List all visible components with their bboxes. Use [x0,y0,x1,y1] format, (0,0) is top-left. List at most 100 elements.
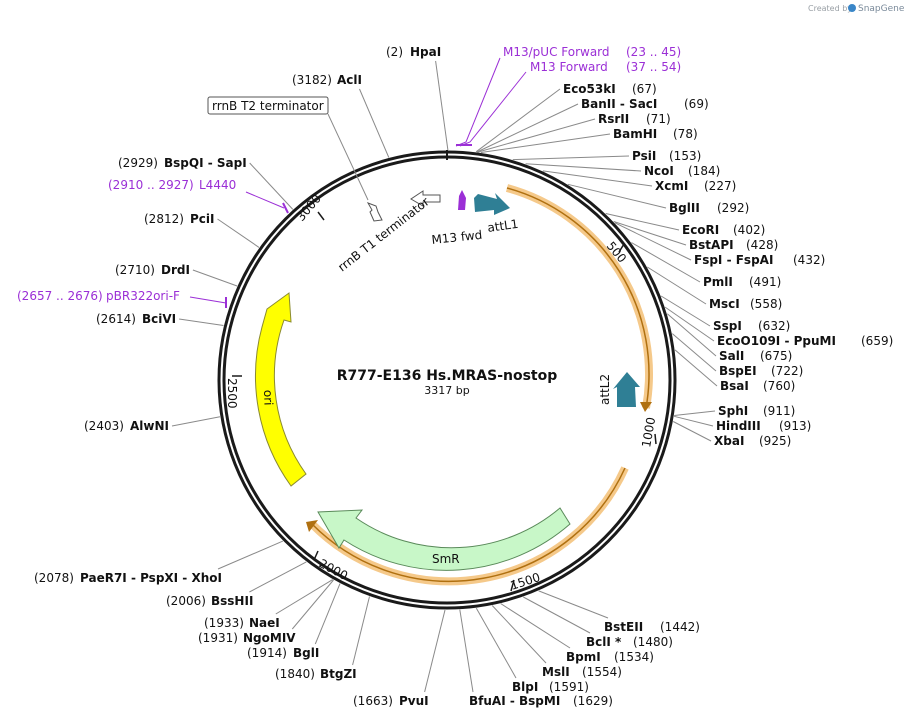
site-bcli-pos: (1480) [633,635,673,649]
site-leader-paer7i [217,540,284,570]
site-pmli-name: PmlI [703,275,733,289]
rrnb-t1-arrow [410,190,441,207]
site-banii-name: BanII - SacI [581,97,657,111]
site-leaders [171,60,718,693]
site-pmli-pos: (491) [749,275,781,289]
site-banii-pos: (69) [684,97,709,111]
site-leader-bamhi [480,133,611,153]
site-leader-ecori [605,213,680,231]
site-leader-bpmi [500,603,571,649]
tick-marks [232,211,657,592]
site-leader-bspqi [249,162,294,210]
site-bspqi-name: BspQI - SapI [164,156,247,170]
site-leader-xcmi [542,170,653,187]
orf-arc-2-line [311,467,626,582]
site-ncoi-pos: (184) [688,164,720,178]
attl1-label: attL1 [486,217,519,235]
site-bspqi-pos: (2929) [118,156,158,170]
site-leader-sali [666,313,717,357]
site-leader-ecoo109i [664,306,715,342]
site-leader-pmli [631,242,701,283]
primer-l4440-name: L4440 [199,178,236,192]
site-fspi-pos: (432) [793,253,825,267]
site-leader-hindiii [673,415,714,427]
site-hindiii-name: HindIII [716,419,761,433]
site-leader-drdi [192,269,238,287]
site-bspei-pos: (722) [771,364,803,378]
primer-leaders [189,57,527,308]
site-bsshii-pos: (2006) [166,594,206,608]
orf-arcs [306,184,653,586]
rrnb-t2-label-box [207,96,329,115]
site-sali-pos: (675) [760,349,792,363]
site-sphi-pos: (911) [763,404,795,418]
site-xcmi-name: XcmI [655,179,688,193]
site-bamhi-name: BamHI [613,127,657,141]
primer-m13puc-range: (23 .. 45) [626,45,681,59]
site-leader-ngomiv [291,579,334,630]
site-bspei-name: BspEI [719,364,757,378]
site-psii-name: PsiI [632,149,656,163]
site-btgzi-pos: (1840) [275,667,315,681]
site-bfuai-name: BfuAI - BspMI [469,694,560,708]
site-bglii-pos: (292) [717,201,749,215]
features [255,190,640,571]
tick-3000 [317,211,325,221]
site-sphi-name: SphI [718,404,748,418]
site-leader-bfuai [459,609,474,693]
site-naei-name: NaeI [249,616,280,630]
site-leader-pvui [424,609,446,693]
site-msli-pos: (1554) [582,665,622,679]
site-acli-pos: (3182) [292,73,332,87]
tick-1500 [510,579,515,592]
site-leader-bsshii [249,561,307,593]
site-leader-bgli [314,583,341,645]
site-bsai-pos: (760) [763,379,795,393]
site-labels: (2) HpaI (3182) AclI Eco53kI (67) BanII … [34,45,893,708]
orf-arc-1-line [506,187,650,409]
orf-arc-2-head [306,520,318,532]
rrnb-t1-label: rrnB T1 terminator [335,195,432,275]
site-leader-sspi [660,295,711,327]
site-leader-banii [476,103,579,153]
site-leader-bsteii [538,590,609,619]
rrnb-t2-arrow [366,202,383,222]
attl2-label: attL2 [598,374,612,405]
site-leader-xbai [672,421,712,442]
site-leader-msli [491,605,547,664]
snapgene-logo-icon [848,4,856,12]
site-bamhi-pos: (78) [673,127,698,141]
site-xbai-pos: (925) [759,434,791,448]
site-drdi-name: DrdI [161,263,190,277]
site-hindiii-pos: (913) [779,419,811,433]
tick-2000 [313,550,319,561]
site-pvui-pos: (1663) [353,694,393,708]
attl2-arrow [613,372,640,407]
site-bcivi-name: BciVI [142,312,176,326]
site-bsshii-name: BssHII [211,594,253,608]
site-alwni-name: AlwNI [130,419,169,433]
site-leader-msci [647,266,707,305]
site-bglii-name: BglII [669,201,700,215]
site-leader-bspei [671,333,717,372]
credit-prefix: Created by [808,4,852,13]
m13-fwd-label: M13 fwd [431,228,483,247]
attl1-arrow [474,193,510,215]
site-ecoo109i-pos: (659) [861,334,893,348]
primer-pbr322-name: pBR322ori-F [106,289,180,303]
primer-pbr322-range: (2657 .. 2676) [17,289,103,303]
site-alwni-pos: (2403) [84,419,124,433]
tick-label-2500: 2500 [225,378,239,409]
primer-m13puc-name: M13/pUC Forward [503,45,610,59]
site-eco53ki-pos: (67) [632,82,657,96]
tick-label-500: 500 [604,239,629,266]
plasmid-length: 3317 bp [424,384,469,397]
site-xbai-name: XbaI [714,434,744,448]
site-paer7i-name: PaeR7I - PspXI - XhoI [80,571,222,585]
site-xcmi-pos: (227) [704,179,736,193]
site-leader-psii [512,155,630,161]
site-pcii-pos: (2812) [144,212,184,226]
site-blpi-name: BlpI [512,680,538,694]
site-leader-blpi [475,607,517,679]
